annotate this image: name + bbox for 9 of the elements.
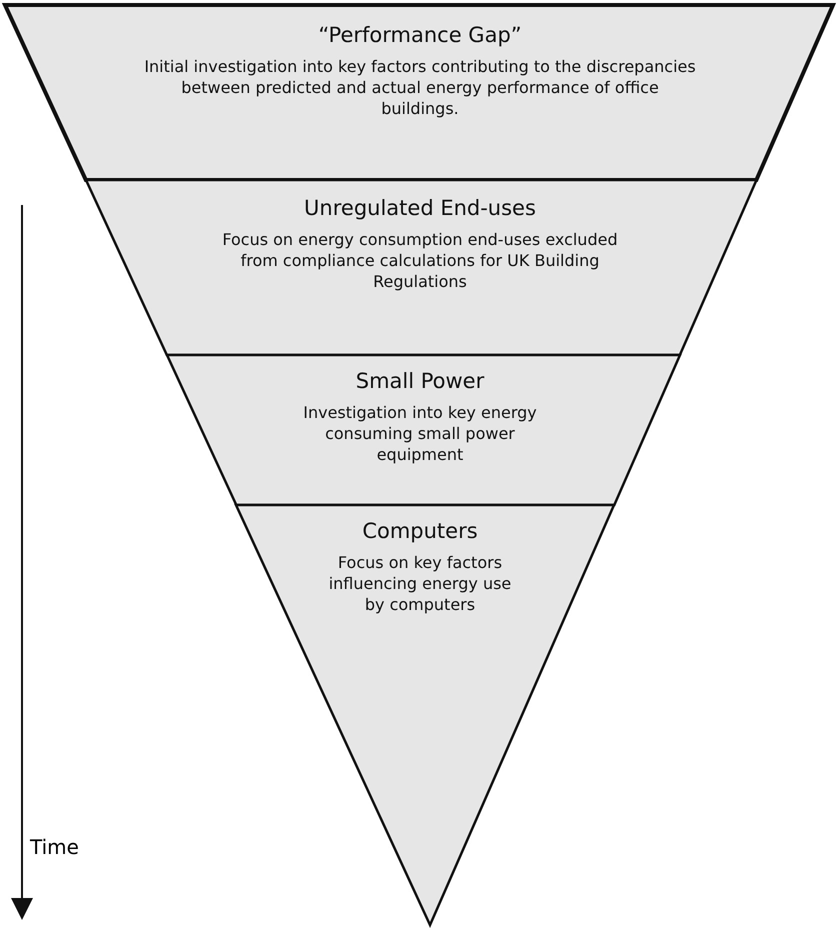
axis-label: Time <box>30 835 79 859</box>
band-heading: Unregulated End-uses <box>303 196 537 220</box>
band-heading: “Performance Gap” <box>317 23 523 47</box>
band-description: Initial investigation into key factors contributing to the discrepancies between predicted and actual energy performance of office buildings. <box>143 57 697 120</box>
band-description: Focus on key factors influencing energy use by computers <box>328 553 512 616</box>
band-description: Investigation into key energy consuming small power equipment <box>302 403 538 466</box>
band-heading: Computers <box>361 519 479 543</box>
band-heading: Small Power <box>354 369 486 393</box>
band-description: Focus on energy consumption end-uses excluded from compliance calculations for UK Building Regulations <box>221 230 619 292</box>
